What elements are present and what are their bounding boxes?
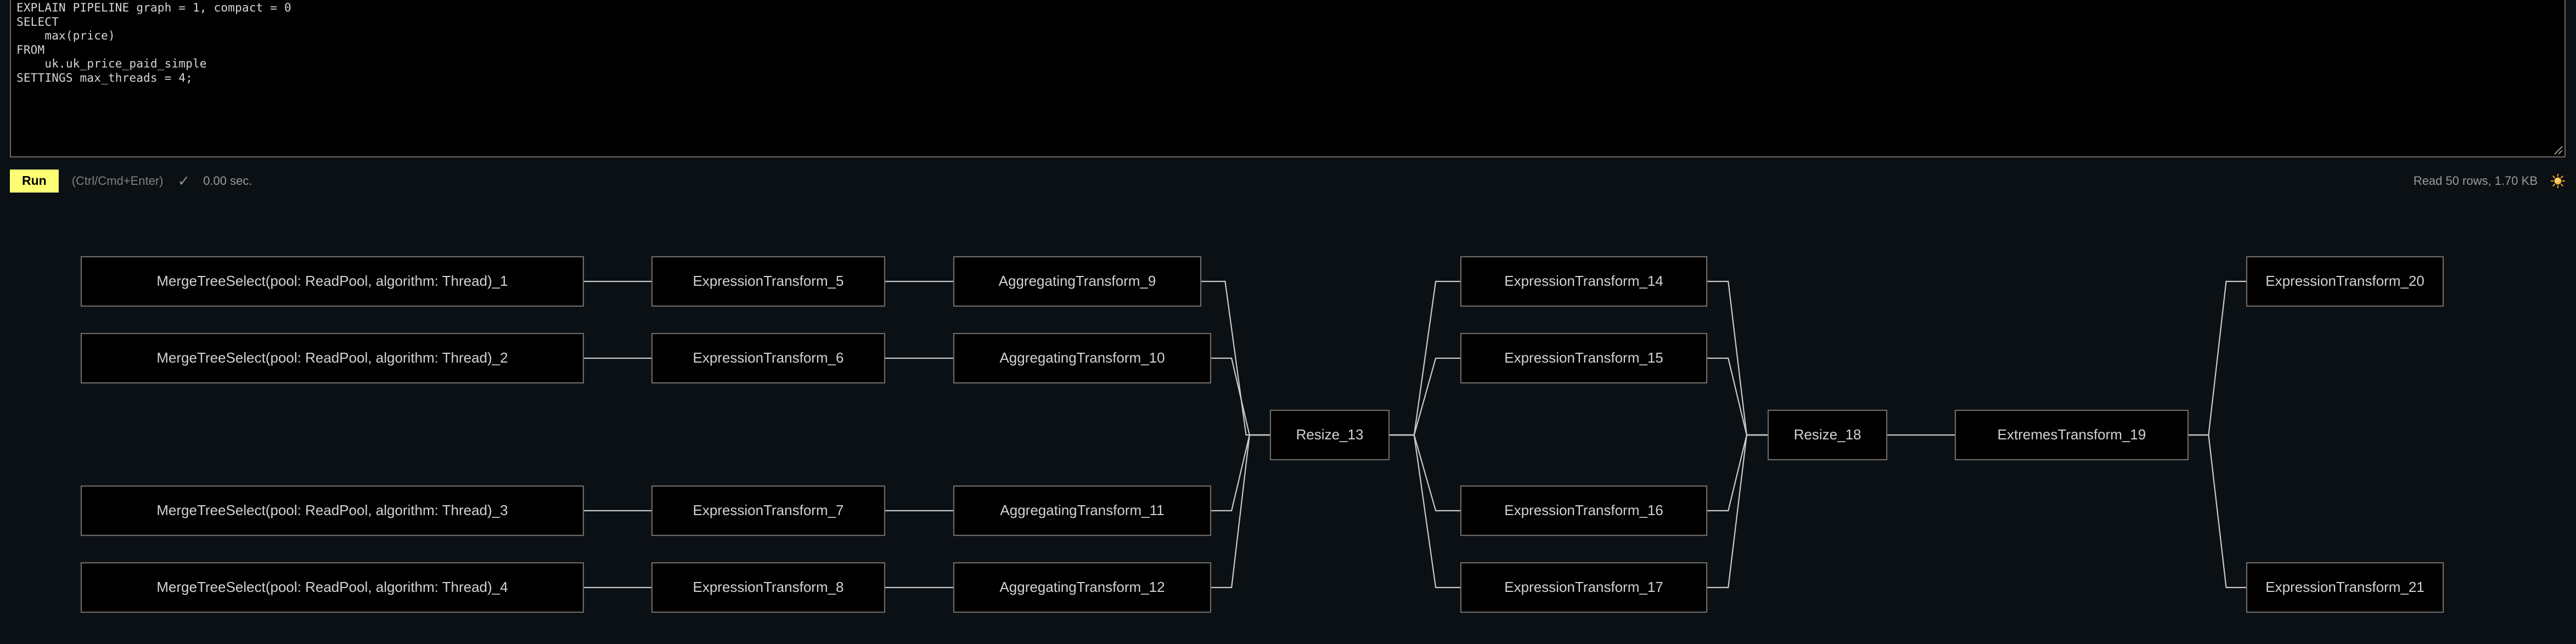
graph-edge bbox=[1389, 434, 1461, 589]
graph-node-box bbox=[651, 256, 886, 307]
run-button[interactable]: Run bbox=[10, 170, 59, 193]
graph-node-box bbox=[651, 485, 886, 536]
graph-node[interactable]: AggregatingTransform_10 bbox=[953, 332, 1212, 384]
graph-edge bbox=[1707, 357, 1768, 436]
graph-edge bbox=[1707, 434, 1768, 589]
graph-edge bbox=[1389, 434, 1461, 512]
graph-node-box bbox=[1460, 256, 1708, 307]
graph-node-box bbox=[2246, 562, 2444, 613]
graph-node-box bbox=[651, 332, 886, 384]
graph-edge bbox=[1211, 434, 1270, 512]
graph-node[interactable]: ExpressionTransform_14 bbox=[1460, 256, 1708, 307]
graph-node[interactable]: ExpressionTransform_6 bbox=[651, 332, 886, 384]
graph-node[interactable]: Resize_18 bbox=[1767, 409, 1888, 461]
graph-node-box bbox=[1460, 332, 1708, 384]
keyboard-shortcut-hint: (Ctrl/Cmd+Enter) bbox=[71, 174, 164, 188]
toolbar-right-group: Read 50 rows, 1.70 KB bbox=[2414, 174, 2565, 188]
graph-node[interactable]: MergeTreeSelect(pool: ReadPool, algorith… bbox=[80, 332, 584, 384]
graph-edge bbox=[2188, 280, 2247, 436]
query-toolbar: Run (Ctrl/Cmd+Enter) ✓ 0.00 sec. Read 50… bbox=[0, 165, 2576, 197]
graph-node-box bbox=[2246, 256, 2444, 307]
sql-editor-container bbox=[10, 0, 2566, 157]
graph-node-box bbox=[953, 332, 1212, 384]
graph-node[interactable]: ExpressionTransform_5 bbox=[651, 256, 886, 307]
graph-node-box bbox=[953, 485, 1212, 536]
graph-node[interactable]: ExpressionTransform_15 bbox=[1460, 332, 1708, 384]
pipeline-graph: MergeTreeSelect(pool: ReadPool, algorith… bbox=[0, 203, 2576, 644]
graph-node-box bbox=[1460, 562, 1708, 613]
graph-node[interactable]: AggregatingTransform_9 bbox=[953, 256, 1202, 307]
read-stats-label: Read 50 rows, 1.70 KB bbox=[2413, 174, 2538, 188]
graph-node-box bbox=[1767, 409, 1888, 461]
graph-node-box bbox=[80, 256, 584, 307]
graph-node-box bbox=[651, 562, 886, 613]
graph-edge bbox=[1707, 434, 1768, 512]
sun-icon[interactable] bbox=[2551, 174, 2565, 188]
graph-edge bbox=[1211, 434, 1270, 589]
graph-node-box bbox=[953, 562, 1212, 613]
graph-edges-layer bbox=[583, 280, 2247, 589]
graph-node[interactable]: MergeTreeSelect(pool: ReadPool, algorith… bbox=[80, 256, 584, 307]
graph-node[interactable]: ExpressionTransform_21 bbox=[2246, 562, 2444, 613]
graph-edge bbox=[2188, 434, 2247, 589]
graph-node-box bbox=[80, 562, 584, 613]
graph-node[interactable]: ExpressionTransform_20 bbox=[2246, 256, 2444, 307]
graph-node-box bbox=[953, 256, 1202, 307]
elapsed-time-label: 0.00 sec. bbox=[203, 174, 252, 188]
graph-node[interactable]: AggregatingTransform_11 bbox=[953, 485, 1212, 536]
graph-node-box bbox=[1460, 485, 1708, 536]
toolbar-left-group: Run (Ctrl/Cmd+Enter) ✓ 0.00 sec. bbox=[10, 170, 252, 193]
graph-node[interactable]: MergeTreeSelect(pool: ReadPool, algorith… bbox=[80, 562, 584, 613]
graph-node-box bbox=[80, 485, 584, 536]
graph-node[interactable]: MergeTreeSelect(pool: ReadPool, algorith… bbox=[80, 485, 584, 536]
graph-node[interactable]: Resize_13 bbox=[1269, 409, 1390, 461]
graph-node[interactable]: ExpressionTransform_16 bbox=[1460, 485, 1708, 536]
graph-node[interactable]: ExtremesTransform_19 bbox=[1954, 409, 2189, 461]
graph-edge bbox=[1389, 357, 1461, 436]
graph-node[interactable]: AggregatingTransform_12 bbox=[953, 562, 1212, 613]
graph-node[interactable]: ExpressionTransform_7 bbox=[651, 485, 886, 536]
pipeline-graph-svg: MergeTreeSelect(pool: ReadPool, algorith… bbox=[80, 256, 2444, 613]
graph-node-box bbox=[1269, 409, 1390, 461]
graph-node-box bbox=[1954, 409, 2189, 461]
success-check-icon: ✓ bbox=[177, 172, 190, 189]
graph-node-box bbox=[80, 332, 584, 384]
sql-query-input[interactable] bbox=[10, 0, 2566, 157]
graph-node[interactable]: ExpressionTransform_17 bbox=[1460, 562, 1708, 613]
graph-node[interactable]: ExpressionTransform_8 bbox=[651, 562, 886, 613]
graph-edge bbox=[1211, 357, 1270, 436]
